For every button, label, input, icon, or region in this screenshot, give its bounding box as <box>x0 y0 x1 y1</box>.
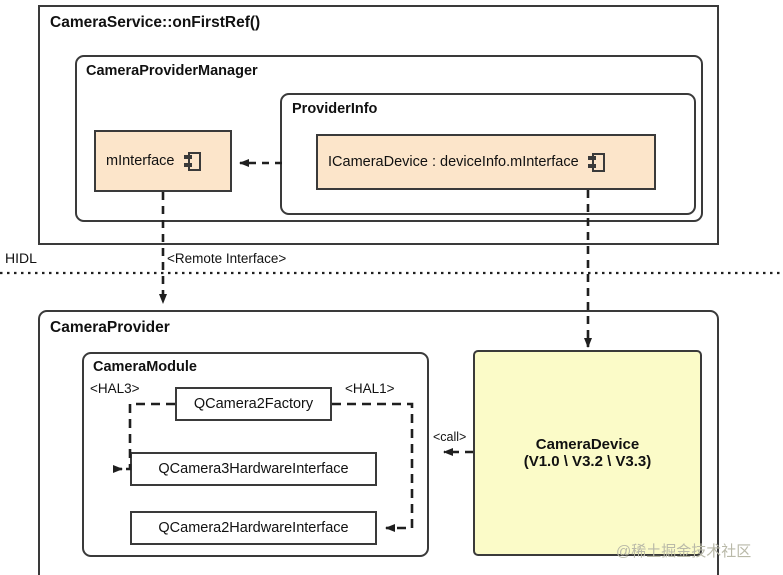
node-qcamera2-factory[interactable]: QCamera2Factory <box>175 387 332 421</box>
node-camera-device[interactable]: CameraDevice (V1.0 \ V3.2 \ V3.3) <box>473 350 702 556</box>
hal1-label: <HAL1> <box>345 381 395 396</box>
remote-interface-label: <Remote Interface> <box>167 251 287 266</box>
component-icon <box>587 152 605 172</box>
node-camera-device-versions: (V1.0 \ V3.2 \ V3.3) <box>523 453 652 470</box>
container-camera-provider-title: CameraProvider <box>50 319 170 336</box>
component-m-interface-label: mInterface <box>106 153 175 169</box>
hal3-label: <HAL3> <box>90 381 140 396</box>
component-icamera-device[interactable]: ICameraDevice : deviceInfo.mInterface <box>316 134 656 190</box>
container-camera-service-title: CameraService::onFirstRef() <box>50 14 261 31</box>
container-provider-info-title: ProviderInfo <box>292 101 378 117</box>
component-icamera-device-label: ICameraDevice : deviceInfo.mInterface <box>328 154 579 170</box>
container-camera-provider-manager-title: CameraProviderManager <box>86 63 258 79</box>
container-camera-module-title: CameraModule <box>93 359 197 375</box>
component-icon <box>183 151 201 171</box>
node-qcamera3-hardware-interface[interactable]: QCamera3HardwareInterface <box>130 452 377 486</box>
call-label: <call> <box>433 430 467 444</box>
hidl-divider-label: HIDL <box>5 250 37 266</box>
watermark: @稀土掘金技术社区 <box>616 543 752 560</box>
node-camera-device-name: CameraDevice <box>535 436 640 453</box>
component-m-interface[interactable]: mInterface <box>94 130 232 192</box>
node-qcamera2-hardware-interface[interactable]: QCamera2HardwareInterface <box>130 511 377 545</box>
